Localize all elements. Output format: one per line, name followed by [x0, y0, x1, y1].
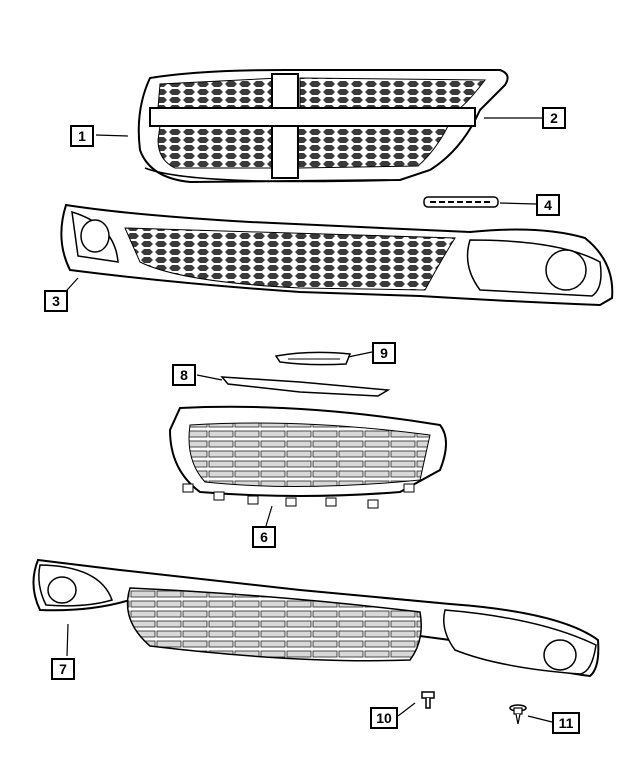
- callout-4: 4: [536, 194, 560, 216]
- callout-10: 10: [370, 707, 398, 729]
- screw: [509, 704, 527, 725]
- callout-6: 6: [252, 526, 276, 548]
- callout-2: 2: [542, 107, 566, 129]
- callout-1: 1: [70, 125, 94, 147]
- grille-badge-strip: [423, 196, 499, 208]
- upper-grille: [137, 69, 509, 184]
- lower-fascia: [32, 558, 600, 678]
- grille-insert: [168, 405, 447, 509]
- callout-11: 11: [552, 712, 580, 734]
- callout-3: 3: [44, 290, 68, 312]
- emblem-bar: [220, 376, 391, 397]
- emblem: [274, 351, 352, 366]
- callout-7: 7: [51, 658, 75, 680]
- callout-8: 8: [172, 364, 196, 386]
- bumper-fascia: [60, 203, 614, 307]
- push-clip: [421, 691, 435, 709]
- callout-9: 9: [372, 342, 396, 364]
